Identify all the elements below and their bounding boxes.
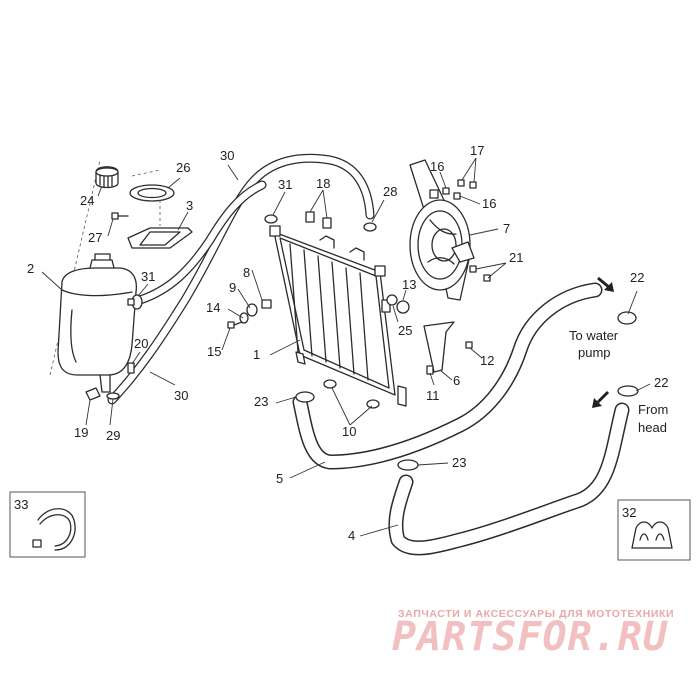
gasket-26 (129, 169, 175, 202)
screw-21 (469, 265, 491, 282)
arrow-to-water-pump-icon (597, 276, 614, 292)
clamp-22-lower (617, 385, 639, 397)
label-16a: 16 (430, 159, 444, 174)
label-3: 3 (186, 198, 193, 213)
note-to-water-line2: pump (578, 345, 611, 360)
clip-19 (85, 387, 101, 401)
detail-box-32 (617, 499, 691, 561)
label-21: 21 (509, 250, 523, 265)
label-30b: 30 (174, 388, 188, 403)
clamp-23-upper (295, 391, 315, 403)
label-4: 4 (348, 528, 355, 543)
label-31b: 31 (141, 269, 155, 284)
label-30a: 30 (220, 148, 234, 163)
cap-13 (396, 300, 410, 314)
rubber-mount-10 (323, 379, 380, 409)
clamp-23-lower (397, 459, 419, 471)
label-20: 20 (134, 336, 148, 351)
hose-4 (388, 402, 630, 556)
watermark: ЗАПЧАСТИ И АКСЕССУАРЫ ДЛЯ МОТОТЕХНИКИ PA… (392, 608, 674, 660)
label-12: 12 (480, 353, 494, 368)
label-7: 7 (503, 221, 510, 236)
screw-16-17 (442, 179, 477, 200)
note-to-water-line1: To water (569, 328, 619, 343)
tank-bracket-3 (127, 200, 193, 249)
label-14: 14 (206, 300, 220, 315)
expansion-tank (49, 159, 138, 393)
clip-18 (305, 211, 332, 229)
label-6: 6 (453, 373, 460, 388)
watermark-subtitle: ЗАПЧАСТИ И АКСЕССУАРЫ ДЛЯ МОТОТЕХНИКИ (398, 608, 674, 620)
label-22b: 22 (654, 375, 668, 390)
leader-lines (41, 157, 651, 537)
fan-7 (409, 159, 475, 301)
note-from-head-line1: From (638, 402, 668, 417)
label-22a: 22 (630, 270, 644, 285)
label-25: 25 (398, 323, 412, 338)
label-5: 5 (276, 471, 283, 486)
fitting-20 (127, 362, 135, 374)
label-27: 27 (88, 230, 102, 245)
label-13: 13 (402, 277, 416, 292)
radiator-1 (269, 225, 407, 407)
label-11: 11 (426, 388, 440, 403)
clamp-28 (363, 222, 377, 232)
flow-annotations: To water pump From head (569, 328, 668, 435)
arrow-from-head-icon (592, 390, 610, 408)
label-15: 15 (207, 344, 221, 359)
part-labels: 1 2 3 4 5 6 7 8 9 10 11 12 13 14 15 16 1… (14, 143, 668, 543)
bracket-6 (423, 321, 455, 373)
detail-box-33 (9, 491, 86, 558)
label-33: 33 (14, 497, 28, 512)
label-29: 29 (106, 428, 120, 443)
seal-25 (386, 294, 398, 306)
spacer-14 (239, 312, 249, 324)
note-from-head-line2: head (638, 420, 667, 435)
label-26: 26 (176, 160, 190, 175)
label-2: 2 (27, 261, 34, 276)
screw-12 (465, 341, 473, 349)
label-18: 18 (316, 176, 330, 191)
label-23a: 23 (254, 394, 268, 409)
label-23b: 23 (452, 455, 466, 470)
label-28: 28 (383, 184, 397, 199)
clamp-22-upper (617, 311, 637, 325)
label-9: 9 (229, 280, 236, 295)
label-31a: 31 (278, 177, 292, 192)
label-17: 17 (470, 143, 484, 158)
clamp-29 (106, 392, 120, 400)
label-8: 8 (243, 265, 250, 280)
label-19: 19 (74, 425, 88, 440)
label-1: 1 (253, 347, 260, 362)
tank-cap-24 (95, 166, 119, 189)
clamp-31-radiator (264, 214, 278, 224)
label-24: 24 (80, 193, 94, 208)
clip-11 (426, 365, 434, 375)
screw-15 (227, 321, 243, 329)
watermark-logo: PARTSFOR.RU (392, 614, 668, 660)
label-10: 10 (342, 424, 356, 439)
screw-27 (111, 212, 129, 220)
bushing-8 (261, 299, 272, 309)
hose-5 (292, 282, 603, 470)
hose-30 (107, 153, 375, 405)
label-32: 32 (622, 505, 636, 520)
label-16b: 16 (482, 196, 496, 211)
clamp-31-tank (127, 294, 143, 310)
